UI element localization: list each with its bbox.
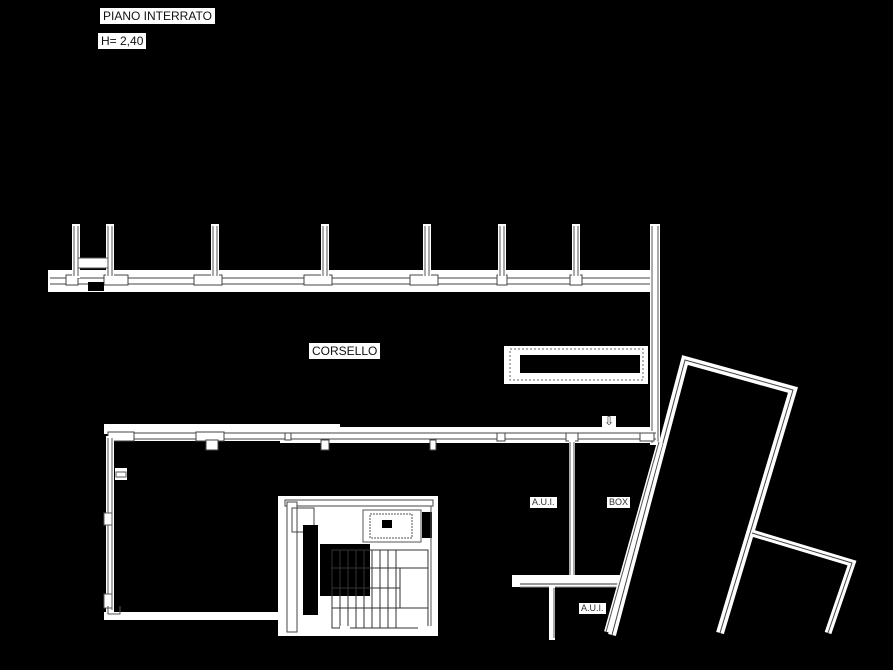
room-label-aui-1: A.U.I. xyxy=(530,497,557,508)
floor-title: PIANO INTERRATO xyxy=(100,8,215,24)
room-label-corsello: CORSELLO xyxy=(309,343,381,359)
lower-parking-walls xyxy=(103,424,656,620)
top-parking-walls xyxy=(48,224,656,292)
ramp-walls xyxy=(604,355,857,637)
box-partitions xyxy=(512,440,624,640)
entry-arrow-icon: ⇩ xyxy=(602,414,617,428)
room-label-aui-2: A.U.I. xyxy=(579,603,606,614)
floor-height: H= 2,40 xyxy=(98,33,147,49)
stair-core xyxy=(278,496,438,636)
right-corridor-wall xyxy=(650,224,660,445)
skylight-opening xyxy=(504,346,648,384)
room-label-box: BOX xyxy=(607,497,631,508)
